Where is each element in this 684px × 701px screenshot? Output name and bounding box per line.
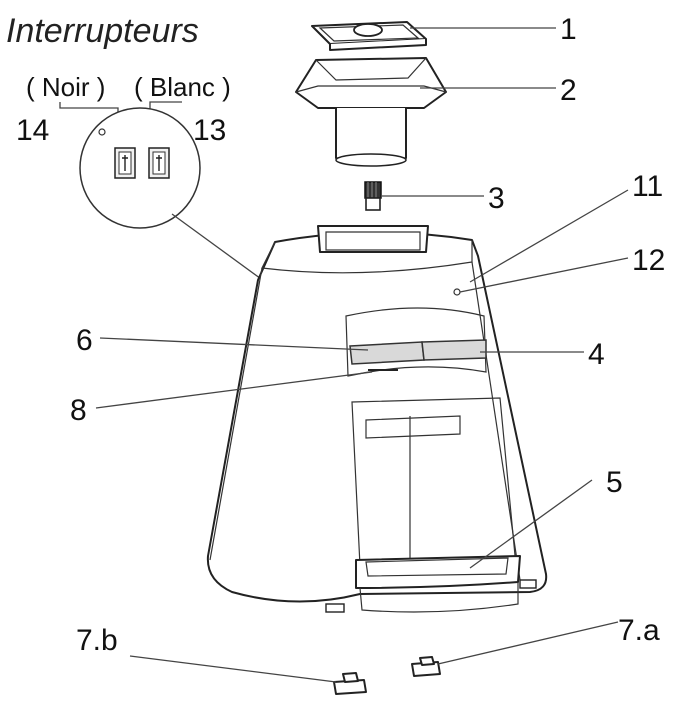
switch-detail-circle: [79, 107, 269, 285]
leader-6: [99, 337, 369, 351]
dispenser-body: [206, 225, 548, 613]
leader-11: [469, 189, 629, 283]
leader-8: [95, 371, 373, 409]
callout-2: 2: [560, 74, 577, 107]
callout-3: 3: [488, 182, 505, 215]
callout-7a: 7.a: [618, 614, 660, 647]
part-lid: [311, 21, 427, 51]
callout-6: 6: [76, 324, 93, 357]
switch-label-noir: ( Noir ): [26, 72, 105, 102]
callout-11: 11: [632, 170, 663, 203]
part-foot-b: [333, 672, 367, 695]
callout-1: 1: [560, 13, 577, 46]
switch-label-blanc: ( Blanc ): [134, 72, 231, 102]
callout-4: 4: [588, 338, 605, 371]
callout-5: 5: [606, 466, 623, 499]
part-foot-a: [411, 656, 441, 677]
callout-8: 8: [70, 394, 87, 427]
part-valve: [364, 181, 382, 211]
leader-5: [469, 479, 593, 569]
leader-12: [459, 257, 629, 293]
leader-7b: [129, 655, 337, 683]
part-reservoir: [295, 57, 447, 167]
leader-7a: [437, 621, 619, 665]
callout-7b: 7.b: [76, 624, 118, 657]
diagram-title: Interrupteurs: [6, 12, 199, 50]
callout-12: 12: [632, 244, 665, 277]
switch-number-blanc: 13: [193, 114, 226, 147]
switch-number-noir: 14: [16, 114, 49, 147]
